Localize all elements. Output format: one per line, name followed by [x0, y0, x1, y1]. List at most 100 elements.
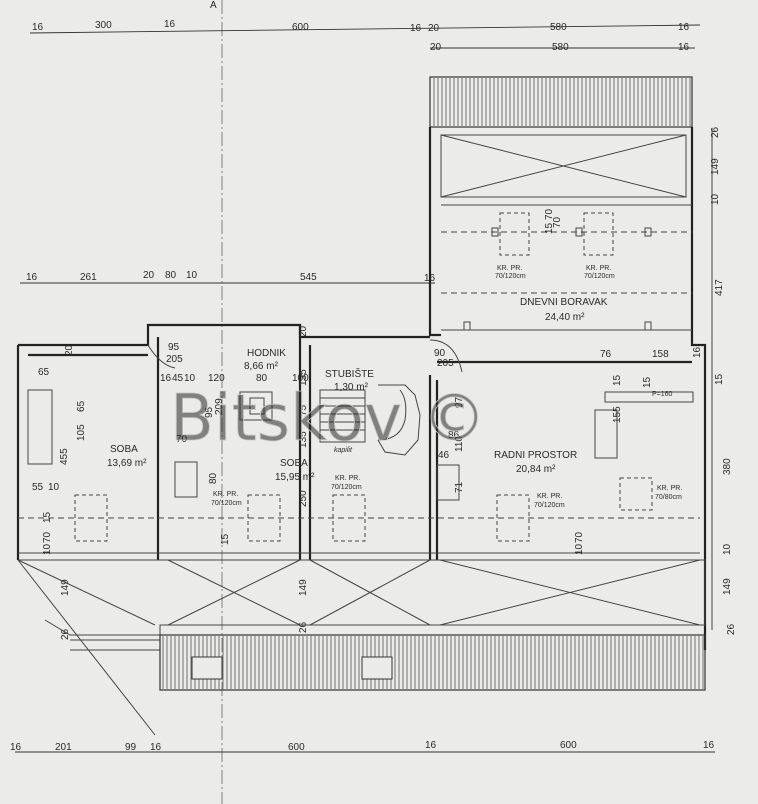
window-box: [496, 494, 530, 542]
dims-bottom-row: 16 201 99 16 600 16 600 16: [10, 740, 715, 753]
misc-dims: 20 95 205 16 45 10 120 80 100 135 20 90 …: [32, 325, 669, 640]
dim-label: 55: [32, 482, 44, 493]
dim-label: 135: [298, 431, 309, 448]
dim-label: 70: [42, 531, 53, 543]
dim-label: 26: [60, 628, 71, 640]
dim-label: 95: [168, 342, 180, 353]
dim-label: 15: [642, 376, 653, 388]
beam-label: P=160: [652, 391, 673, 398]
room-name: SOBA: [110, 444, 138, 455]
dim-label: 105: [76, 424, 87, 441]
dim-label: 10: [184, 373, 196, 384]
dim-label: 380: [722, 458, 733, 475]
dim-label: 20: [298, 325, 309, 337]
dim-label: 201: [55, 742, 72, 753]
dim-label: 45: [172, 373, 184, 384]
dim-label: 10: [186, 270, 198, 281]
dim-label: 20: [143, 270, 155, 281]
dim-label: 10: [722, 543, 733, 555]
dim-label: 10: [42, 543, 53, 555]
window-size: 70/120cm: [534, 502, 565, 509]
window-label: KR. PR.: [213, 491, 238, 498]
dim-label: 455: [59, 448, 70, 465]
room-name: SOBA: [280, 458, 308, 469]
dim-label: 90: [434, 348, 446, 359]
dim-label: 155: [612, 406, 623, 423]
dim-label: 158: [652, 349, 669, 360]
dim-label: 75: [298, 404, 309, 416]
window-box: [499, 212, 530, 256]
dims-right-column: 26 149 10 417 16 15 380 10 149 26: [692, 126, 737, 635]
dim-label: 10: [710, 193, 721, 205]
dim-label: 20: [428, 23, 440, 34]
dim-label: 15: [42, 511, 53, 523]
dim-label: 16: [160, 373, 172, 384]
dim-label: 600: [288, 742, 305, 753]
dim-label: 16: [10, 742, 22, 753]
dim-label: 76: [600, 349, 612, 360]
dim-label: 70: [574, 531, 585, 543]
window-box: [74, 494, 108, 542]
window-size: 70/120cm: [584, 273, 615, 280]
dim-label: 149: [722, 578, 733, 595]
dim-label: 16: [703, 740, 715, 751]
dim-label: 70: [544, 208, 555, 220]
dim-label: 580: [552, 42, 569, 53]
dim-label: 15: [220, 533, 231, 545]
dim-label: 16: [410, 23, 422, 34]
room-area: 20,84 m²: [516, 464, 556, 475]
window-size: 70/120cm: [211, 500, 242, 507]
dims-top-row-1: 16 300 16 600 16 20 580 16: [32, 19, 690, 34]
dim-label: 120: [208, 373, 225, 384]
dim-label: 16: [32, 22, 44, 33]
dim-label: 149: [298, 579, 309, 596]
room-area: 1,30 m²: [334, 382, 369, 393]
dim-label: 80: [208, 472, 219, 484]
dim-label: 250: [298, 490, 309, 507]
dim-label: 71: [454, 481, 465, 493]
dim-label: 10: [48, 482, 60, 493]
window-label: KR. PR.: [335, 475, 360, 482]
dim-label: 26: [298, 621, 309, 633]
dim-label: 80: [256, 373, 268, 384]
dim-label: 26: [726, 623, 737, 635]
window-label: KR. PR.: [497, 265, 522, 272]
dim-label: 26: [710, 126, 721, 138]
dim-label: 110: [454, 436, 465, 452]
room-area: 8,66 m²: [244, 361, 279, 372]
dim-label: 16: [150, 742, 162, 753]
dim-label: 10: [574, 543, 585, 555]
axis-label: A: [210, 0, 217, 11]
window-box: [619, 477, 653, 511]
dim-label: 580: [550, 22, 567, 33]
dim-label: 205: [437, 358, 454, 369]
window-label: KR. PR.: [586, 265, 611, 272]
room-area: 15,95 m²: [275, 472, 315, 483]
dim-label: 16: [26, 272, 38, 283]
dim-label: 600: [560, 740, 577, 751]
window-label: KR. PR.: [537, 493, 562, 500]
dim-label: 15: [544, 222, 555, 234]
dim-label: 86: [448, 430, 460, 441]
room-name: HODNIK: [247, 348, 286, 359]
dim-label: 20: [430, 42, 442, 53]
room-name: RADNI PROSTOR: [494, 450, 577, 461]
dim-label: 16: [692, 346, 703, 358]
window-box: [332, 494, 366, 542]
dim-label: 600: [292, 22, 309, 33]
dim-label: 417: [714, 279, 725, 296]
upper-wing: [428, 76, 707, 650]
watermark: Bitskov ©: [170, 382, 486, 456]
dim-label: 16: [425, 740, 437, 751]
room-area: 13,69 m²: [107, 458, 147, 469]
window-size: 70/120cm: [331, 484, 362, 491]
dim-label: 149: [60, 579, 71, 596]
room-name: STUBIŠTE: [325, 367, 374, 380]
dim-label: 15: [714, 373, 725, 385]
dim-label: 300: [95, 20, 112, 31]
room-area: 24,40 m²: [545, 312, 585, 323]
lower-roof: [17, 559, 706, 736]
dim-label: 65: [38, 367, 50, 378]
dim-label: 209: [214, 398, 225, 415]
